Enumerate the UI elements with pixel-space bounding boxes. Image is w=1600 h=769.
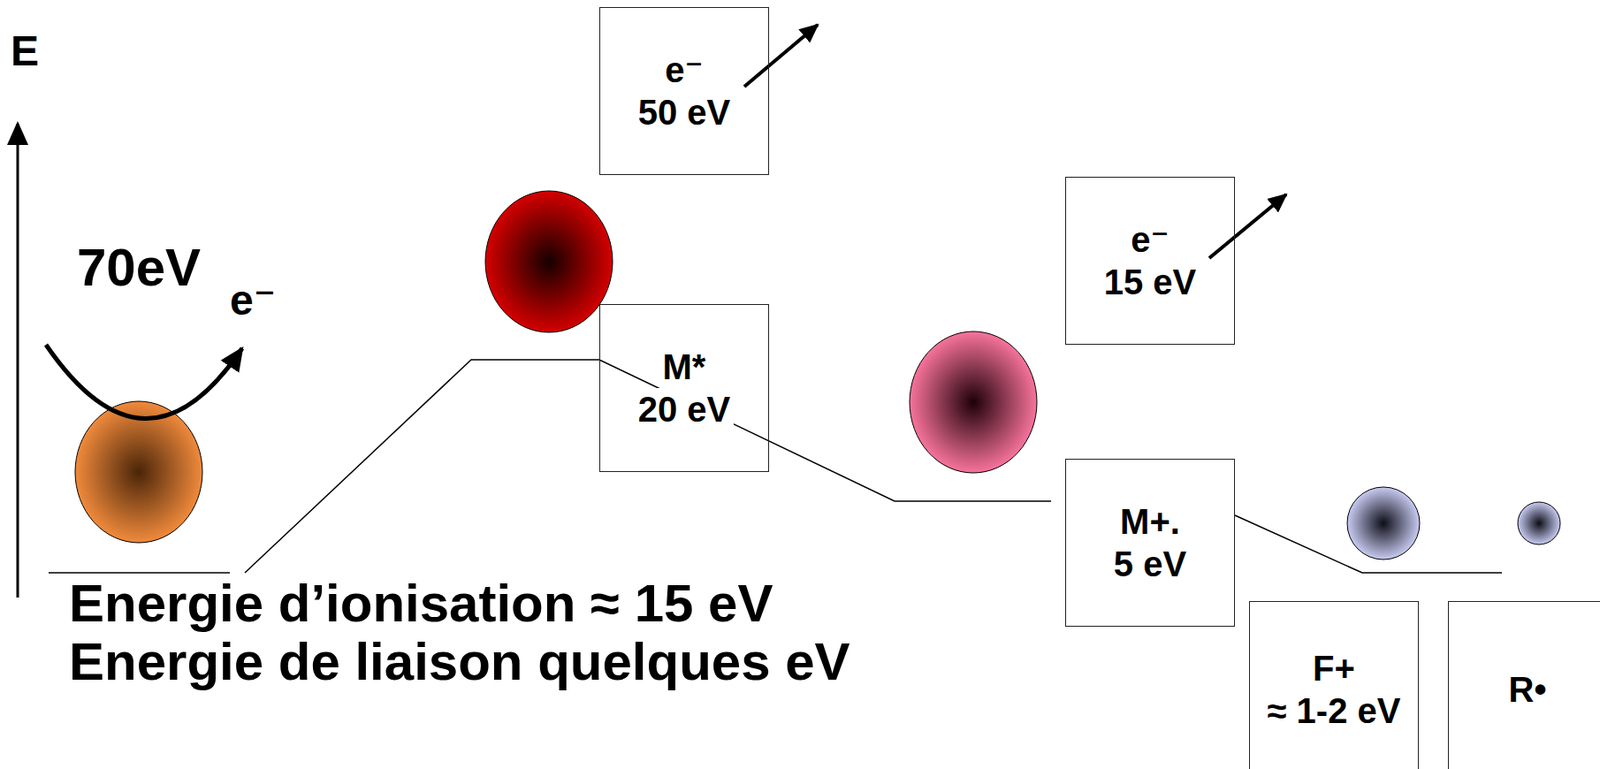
axis-label: E	[10, 28, 39, 76]
excited-molecule-circle	[485, 190, 613, 333]
box-text: 15 eV	[1100, 260, 1201, 304]
note-text: Energie de liaison quelques eV	[68, 632, 851, 692]
energy-box: R•	[1447, 601, 1600, 769]
box-text: R•	[1505, 668, 1551, 711]
energy-box: e⁻15 eV	[1065, 176, 1235, 345]
box-text: 5 eV	[1110, 542, 1190, 586]
energy-box: e⁻50 eV	[599, 7, 770, 176]
radical-circle	[1517, 502, 1561, 545]
energy-axis	[16, 123, 20, 598]
box-text: M+.	[1116, 500, 1184, 543]
fragment-circle	[1347, 487, 1420, 560]
energy-box: M+.5 eV	[1065, 458, 1235, 627]
box-text: e⁻	[661, 48, 707, 92]
note-text: Energie d’ionisation ≈ 15 eV	[68, 574, 773, 633]
electron-label: 70eV	[76, 238, 201, 298]
energy-box: F+≈ 1-2 eV	[1249, 601, 1419, 769]
ion-circle	[909, 331, 1037, 473]
electron-path	[45, 344, 243, 420]
box-text: e⁻	[1127, 218, 1173, 261]
box-text: F+	[1309, 647, 1359, 690]
electron-label: e⁻	[229, 277, 276, 325]
energy-level	[48, 571, 230, 574]
electron-arrow	[744, 24, 818, 87]
molecule-circle	[75, 401, 203, 543]
box-text: 20 eV	[634, 388, 735, 431]
box-text: M*	[659, 345, 710, 389]
box-text: 50 eV	[634, 91, 735, 134]
box-text: ≈ 1-2 eV	[1264, 689, 1405, 732]
energy-box: M*20 eV	[599, 304, 770, 473]
electron-arrow	[1209, 194, 1287, 259]
